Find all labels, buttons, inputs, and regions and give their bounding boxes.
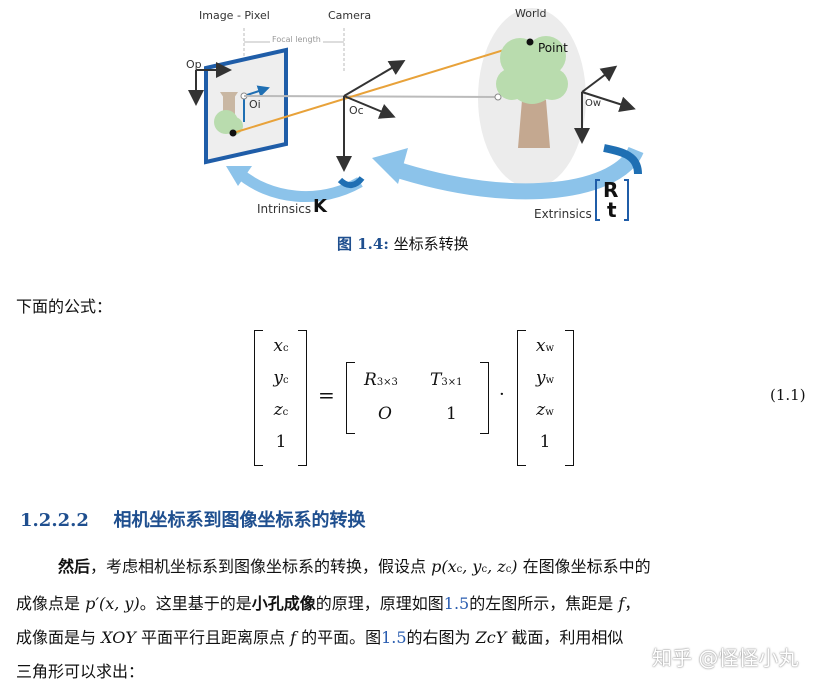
intro-text: 下面的公式：: [16, 297, 113, 316]
vec-c-z: zc: [273, 400, 289, 420]
optical-axis: [243, 95, 499, 98]
para-text: 。这里基于的是: [139, 594, 252, 613]
figure: Image - Pixel Camera World Focal length …: [0, 0, 822, 262]
matrix-o: O: [378, 404, 392, 424]
watermark: 知乎 @怪怪小丸: [652, 646, 799, 670]
equation-number: (1.1): [770, 386, 806, 404]
projection-ray: [232, 41, 531, 134]
label-oc: Oc: [349, 104, 364, 117]
matrix-r: R3×3: [364, 370, 398, 390]
para-line-4: 三角形可以求出：: [16, 655, 816, 689]
vec-c-y: yc: [273, 368, 289, 388]
label-K: K: [313, 196, 327, 217]
para-line-2: 成像点是 p′(x, y)。这里基于的是小孔成像的原理，原理如图1.5的左图所示…: [16, 587, 816, 621]
label-t: t: [607, 198, 617, 222]
figure-caption: 图 1.4: 坐标系转换: [337, 233, 469, 254]
math-p-prime: p′(x, y): [85, 594, 140, 613]
vec-w-x: xw: [535, 336, 555, 356]
vec-w-1: 1: [539, 432, 551, 452]
para-emph-then: 然后: [58, 557, 91, 576]
vec-c-1: 1: [275, 432, 287, 452]
dot-operator: ·: [499, 384, 505, 405]
matrix-1: 1: [446, 404, 457, 424]
para-line-1: 然后，考虑相机坐标系到图像坐标系的转换，假设点 p(xc, yc, zc) 在图…: [16, 550, 816, 587]
label-focal-length: Focal length: [270, 35, 323, 44]
vec-w-z: zw: [536, 400, 554, 420]
vec-c-x: xc: [273, 336, 289, 356]
para-text: 的原理，原理如图: [315, 594, 444, 613]
fig-ref-1-5[interactable]: 1.5: [381, 628, 407, 647]
equation-1-1: xc yc zc 1 = R3×3 T3×1 O 1 · xw yw zw 1 …: [0, 328, 822, 468]
section-number: 1.2.2.2: [20, 510, 89, 531]
para-text: ，: [624, 594, 641, 613]
section-title: 相机坐标系到图像坐标系的转换: [113, 510, 366, 531]
para-text: 截面，利用相似: [506, 628, 624, 647]
label-oi: Oi: [249, 98, 261, 111]
para-text: 的平面。图: [296, 628, 382, 647]
para-text: ，考虑相机坐标系到图像坐标系的转换，假设点: [90, 557, 432, 576]
para-emph-pinhole: 小孔成像: [251, 594, 316, 613]
math-f: f: [290, 628, 296, 647]
vec-w-y: yw: [535, 368, 555, 388]
label-world: World: [515, 7, 547, 20]
para-text: 在图像坐标系中的: [517, 557, 651, 576]
figure-caption-number: 图 1.4:: [337, 235, 389, 253]
para-text: 的左图所示，焦距是: [469, 594, 619, 613]
para-text: 平面平行且距离原点: [135, 628, 291, 647]
label-R: R: [603, 178, 619, 202]
para-text: 的右图为: [406, 628, 476, 647]
para-line-3: 成像面是与 XOY 平面平行且距离原点 f 的平面。图1.5的右图为 ZcY 截…: [16, 621, 816, 655]
math-p-c: p(xc, yc, zc): [431, 557, 518, 576]
label-extrinsics: Extrinsics: [534, 207, 592, 221]
label-ow: Ow: [585, 98, 602, 109]
equals-sign: =: [318, 383, 335, 407]
intrinsics-arrow: [234, 167, 363, 203]
section-heading: 1.2.2.2 相机坐标系到图像坐标系的转换: [20, 506, 365, 532]
label-camera: Camera: [328, 9, 372, 22]
math-xoy: XOY: [101, 628, 136, 647]
fig-ref-1-5[interactable]: 1.5: [443, 594, 470, 613]
matrix-t: T3×1: [430, 370, 463, 390]
extrinsics-arrow: [389, 146, 644, 200]
label-op: Op: [186, 58, 202, 71]
label-point: Point: [538, 41, 568, 55]
math-zcy: ZcY: [475, 628, 507, 647]
body-paragraph: 然后，考虑相机坐标系到图像坐标系的转换，假设点 p(xc, yc, zc) 在图…: [16, 550, 816, 689]
image-plane: [204, 47, 288, 165]
para-text: 成像面是与: [16, 628, 102, 647]
figure-caption-text: 坐标系转换: [393, 235, 469, 253]
coordinate-transform-diagram: [188, 8, 644, 221]
math-f: f: [618, 594, 625, 613]
label-intrinsics: Intrinsics: [257, 202, 312, 216]
label-image-pixel: Image - Pixel: [199, 9, 270, 22]
para-text: 三角形可以求出：: [16, 662, 145, 681]
para-text: 成像点是: [16, 594, 86, 613]
